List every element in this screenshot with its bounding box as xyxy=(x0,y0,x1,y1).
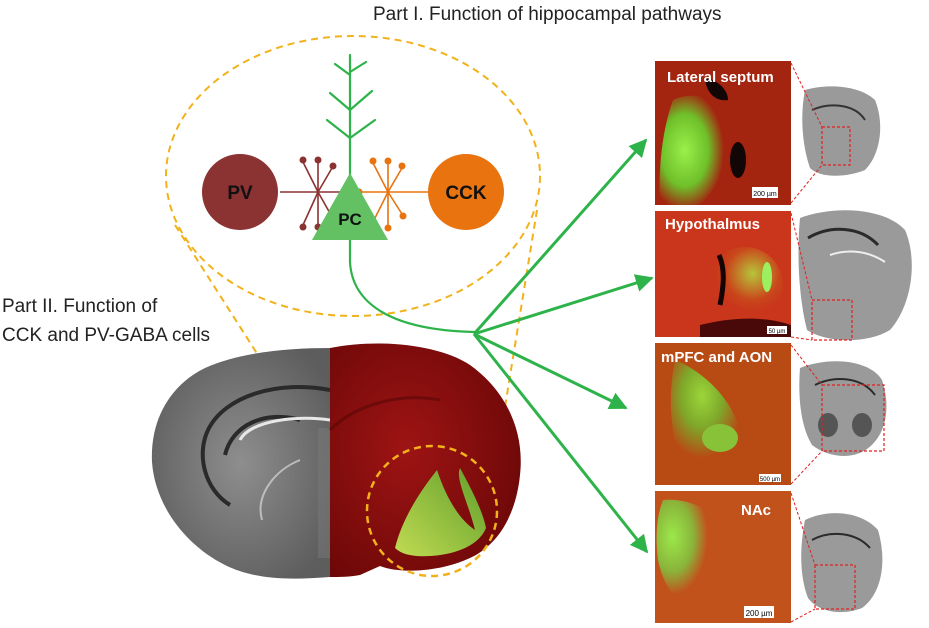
pc-dendrites xyxy=(325,53,377,182)
panel-lateral-septum-inset xyxy=(802,86,881,176)
pc-node-label: PC xyxy=(338,210,362,229)
pv-node xyxy=(202,154,278,230)
panel-mpfc-aon-label: mPFC and AON xyxy=(661,349,772,366)
panel-lateral-septum-scale: 200 µm xyxy=(753,191,777,198)
panel-mpfc-aon-inset xyxy=(799,361,887,456)
part2-title-line2: CCK and PV-GABA cells xyxy=(2,325,210,346)
panel-mpfc-aon: mPFC and AON 500 µm xyxy=(655,343,887,485)
part1-title: Part I. Function of hippocampal pathways xyxy=(373,4,722,25)
panel-nac-inset xyxy=(801,513,883,613)
microcircuit: PV CCK PC xyxy=(202,53,504,334)
pc-axon xyxy=(348,240,476,334)
cck-synapses xyxy=(360,162,428,226)
arrow-to-hypothalamus xyxy=(473,274,654,336)
panel-hypothalamus: Hypothalmus 50 µm xyxy=(655,210,912,341)
pc-node xyxy=(312,173,388,240)
hippocampus-gfp-label xyxy=(395,468,486,557)
circuit-ellipse-outline xyxy=(165,35,541,317)
panel-hypothalamus-label: Hypothalmus xyxy=(665,216,760,233)
cck-node-label: CCK xyxy=(445,183,486,204)
panel-hypothalamus-scale: 50 µm xyxy=(769,329,786,335)
part2-title-line1: Part II. Function of xyxy=(2,296,158,317)
arrow-to-nac xyxy=(472,333,649,554)
brain-section xyxy=(151,343,521,579)
cck-node xyxy=(428,154,504,230)
panel-mpfc-aon-inset-box xyxy=(821,384,885,452)
panel-nac-scale: 200 µm xyxy=(746,609,773,618)
pv-node-label: PV xyxy=(227,183,253,204)
panel-nac: NAc 200 µm xyxy=(655,491,883,623)
panel-nac-inset-box xyxy=(814,564,856,610)
panel-lateral-septum-inset-box xyxy=(821,126,851,166)
panel-hypothalamus-inset-box xyxy=(811,299,853,341)
panel-lateral-septum: Lateral septum 200 µm xyxy=(655,61,881,205)
panel-lateral-septum-label: Lateral septum xyxy=(667,69,774,86)
arrow-to-mpfc-aon xyxy=(473,332,628,410)
panel-hypothalamus-inset xyxy=(798,210,912,341)
panel-mpfc-aon-scale: 500 µm xyxy=(760,477,780,483)
arrow-to-lateral-septum xyxy=(472,138,648,335)
brain-section-nissl-half xyxy=(151,348,330,579)
panel-nac-label: NAc xyxy=(741,502,771,519)
hippocampus-zoom-circle xyxy=(365,444,499,578)
projection-arrows xyxy=(472,138,654,554)
